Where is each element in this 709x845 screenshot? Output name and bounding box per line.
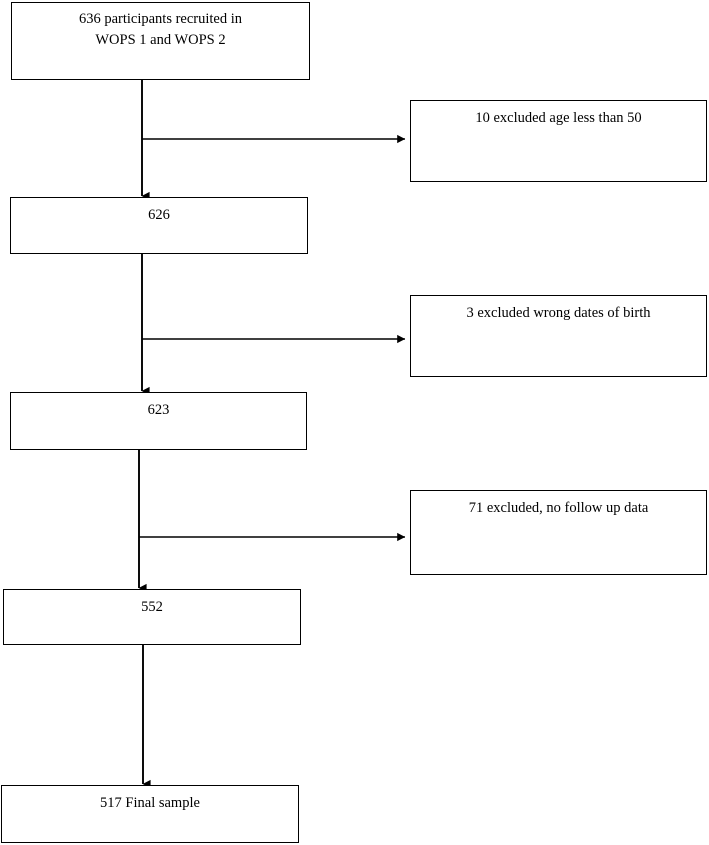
node-excluded-followup: 71 excluded, no follow up data [410, 490, 707, 575]
node-excluded-age: 10 excluded age less than 50 [410, 100, 707, 182]
node-recruited: 636 participants recruited in WOPS 1 and… [11, 2, 310, 80]
node-excluded-dob: 3 excluded wrong dates of birth [410, 295, 707, 377]
node-after-age-exclusion: 626 [10, 197, 308, 254]
node-after-followup-exclusion: 552 [3, 589, 301, 645]
node-final-sample: 517 Final sample [1, 785, 299, 843]
node-after-dob-exclusion: 623 [10, 392, 307, 450]
